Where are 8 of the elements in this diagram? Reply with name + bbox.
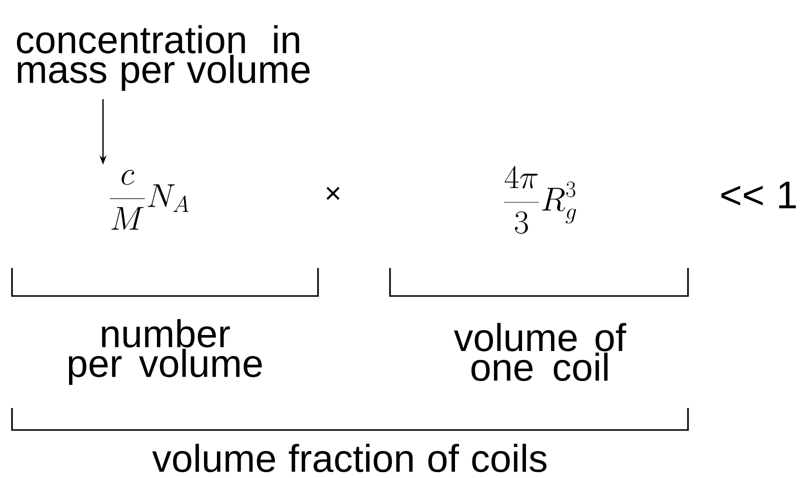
- bracket-label: volume of one coil: [454, 322, 626, 382]
- formula: $\frac{c}{M}N_{A}$: [110, 170, 189, 230]
- formula: $\frac{4\pi}{3}R_{g}^{3}$: [504, 166, 576, 234]
- bracket-label: number per volume: [68, 319, 262, 385]
- annotation-text: concentration in mass per volume: [16, 25, 310, 91]
- inequality-text: << 1: [721, 182, 796, 208]
- bracket-label: volume fraction of coils: [152, 444, 546, 472]
- multiplication-sign: ×: [326, 186, 340, 200]
